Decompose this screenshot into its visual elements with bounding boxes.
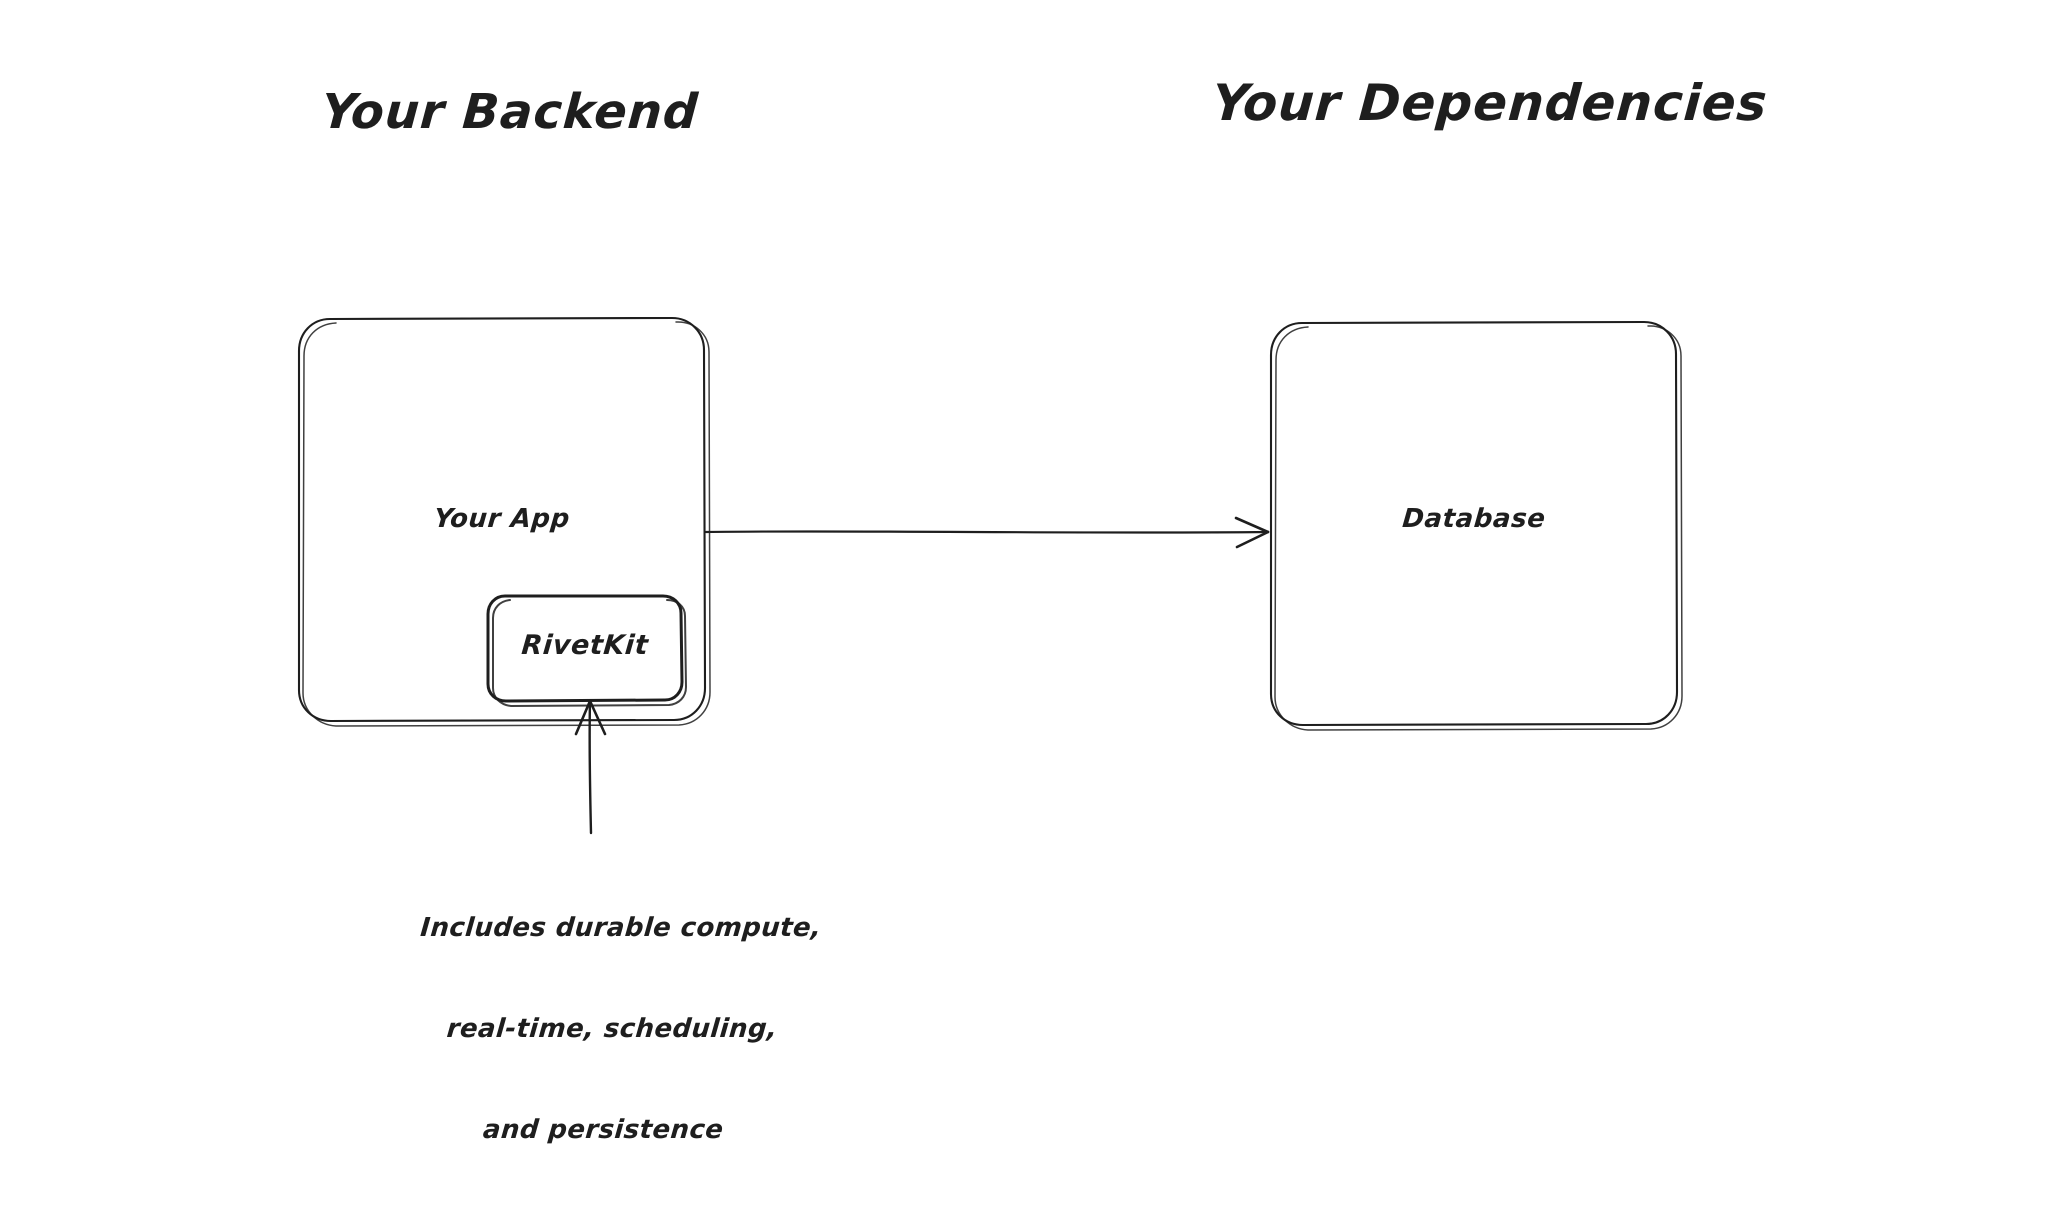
annotation-line-2: real-time, scheduling,	[445, 1013, 779, 1044]
annotation-text: Includes durable compute, real-time, sch…	[376, 844, 849, 1216]
node-label-rivetkit: RivetKit	[520, 630, 650, 661]
rivetkit-box[interactable]	[486, 594, 687, 707]
diagram-canvas: Your Backend Your Dependencies Your App …	[297, 74, 1770, 1146]
node-label-your-app: Your App	[432, 504, 572, 534]
group-title-dependencies: Your Dependencies	[1210, 74, 1770, 132]
annotation-line-1: Includes durable compute,	[419, 912, 823, 943]
group-title-backend: Your Backend	[319, 84, 701, 140]
arrow-app-to-database[interactable]	[704, 516, 1270, 549]
database-box[interactable]	[1269, 320, 1683, 731]
node-label-database: Database	[1401, 504, 1547, 534]
sketch-layer	[297, 316, 1683, 835]
annotation-line-3: and persistence	[481, 1115, 725, 1146]
arrow-note-to-rivetkit[interactable]	[574, 699, 607, 835]
